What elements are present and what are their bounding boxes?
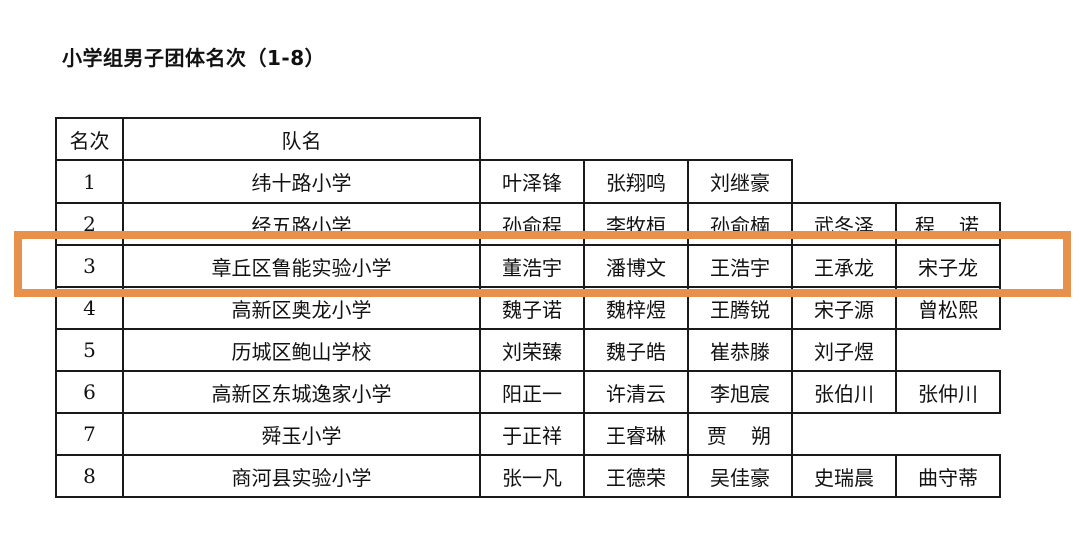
player-cell: 曾松熙 [895,286,1001,330]
player-cell: 曲守蒂 [895,454,1001,498]
player-cell: 宋子源 [791,286,897,330]
rank-cell: 5 [55,328,124,372]
player-cell: 王德荣 [583,454,689,498]
player-cell: 董浩宇 [479,244,585,288]
player-cell: 潘博文 [583,244,689,288]
player-cell: 孙俞楠 [687,202,793,246]
player-cell: 张伯川 [791,370,897,414]
header-rank: 名次 [55,117,124,161]
team-name-cell: 舜玉小学 [122,412,481,456]
player-cell: 王腾锐 [687,286,793,330]
rank-cell: 3 [55,244,124,288]
team-name-cell: 商河县实验小学 [122,454,481,498]
player-cell: 李牧桓 [583,202,689,246]
player-cell: 于正祥 [479,412,585,456]
rank-cell: 7 [55,412,124,456]
player-cell: 魏子皓 [583,328,689,372]
player-cell: 魏梓煜 [583,286,689,330]
player-cell: 刘继豪 [687,159,793,204]
team-name-cell: 纬十路小学 [122,159,481,204]
player-cell: 宋子龙 [895,244,1001,288]
player-cell: 史瑞晨 [791,454,897,498]
page-title: 小学组男子团体名次（1-8） [62,46,326,70]
player-cell: 张一凡 [479,454,585,498]
team-name-cell: 高新区奥龙小学 [122,286,481,330]
player-cell: 魏子诺 [479,286,585,330]
player-cell: 王浩宇 [687,244,793,288]
player-cell: 王承龙 [791,244,897,288]
team-name-cell: 历城区鲍山学校 [122,328,481,372]
player-cell: 张仲川 [895,370,1001,414]
header-team: 队名 [122,117,481,161]
player-cell: 叶泽锋 [479,159,585,204]
player-cell: 贾 朔 [687,412,793,456]
player-cell: 王睿琳 [583,412,689,456]
player-cell: 吴佳豪 [687,454,793,498]
player-cell: 孙俞程 [479,202,585,246]
player-cell: 李旭宸 [687,370,793,414]
team-name-cell: 高新区东城逸家小学 [122,370,481,414]
team-name-cell: 经五路小学 [122,202,481,246]
rank-cell: 8 [55,454,124,498]
rank-cell: 4 [55,286,124,330]
player-cell: 程 诺 [895,202,1001,246]
player-cell: 刘子煜 [791,328,897,372]
player-cell: 武冬泽 [791,202,897,246]
rank-cell: 6 [55,370,124,414]
player-cell: 阳正一 [479,370,585,414]
rank-cell: 1 [55,159,124,204]
rank-cell: 2 [55,202,124,246]
player-cell: 刘荣臻 [479,328,585,372]
player-cell: 许清云 [583,370,689,414]
player-cell: 崔恭滕 [687,328,793,372]
player-cell: 张翔鸣 [583,159,689,204]
team-name-cell: 章丘区鲁能实验小学 [122,244,481,288]
